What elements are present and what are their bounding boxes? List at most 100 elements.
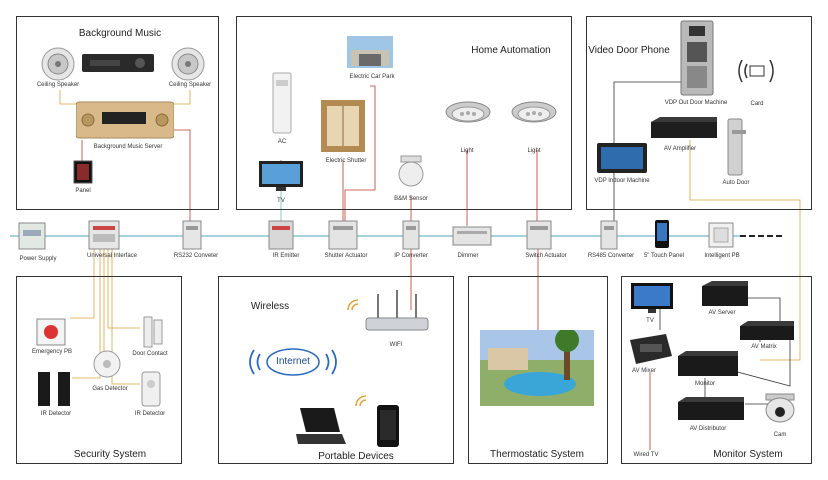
light-right-icon — [511, 101, 557, 123]
internet-cloud-icon — [249, 348, 337, 376]
touch-panel-icon — [655, 220, 669, 248]
light-left-icon — [445, 101, 491, 123]
vdp-indoor-machine-icon — [597, 143, 647, 173]
rs232-converter-icon — [182, 220, 202, 250]
ac-unit-icon — [272, 72, 292, 134]
universal-interface-icon — [88, 220, 120, 250]
label-ceiling-speaker-left: Ceiling Speaker — [36, 82, 80, 88]
title-portable-devices: Portable Devices — [318, 451, 394, 462]
label-av-amplifier: AV Amplifier — [663, 146, 697, 152]
av-mixer-icon — [630, 334, 672, 364]
label-ir-emitter: IR Emitter — [272, 253, 300, 259]
ir-emitter-icon — [268, 220, 294, 250]
label-shutter-actuator: Shutter Actuator — [324, 253, 368, 259]
car-park-icon — [347, 36, 393, 68]
bm-sensor-icon — [398, 155, 424, 187]
title-wireless: Wireless — [250, 301, 290, 312]
label-av-server: AV Server — [708, 310, 736, 316]
monitor-unit-icon — [678, 351, 738, 376]
av-server-icon — [702, 281, 748, 306]
title-thermostatic-system: Thermostatic System — [490, 449, 584, 460]
av-matrix-icon — [740, 321, 794, 340]
ir-detector-left-icon — [38, 372, 70, 406]
electric-shutter-icon — [321, 100, 365, 152]
label-bm-sensor: B&M Sensor — [394, 196, 428, 202]
title-background-music: Background Music — [78, 28, 162, 39]
label-ceiling-speaker-right: Ceiling Speaker — [168, 82, 212, 88]
label-auto-door: Auto Door — [722, 180, 750, 186]
label-ir-detector-left: IR Detector — [40, 411, 72, 417]
label-cam: Cam — [773, 432, 787, 438]
label-av-mixer: AV Mixer — [632, 368, 656, 374]
ip-converter-icon — [402, 220, 420, 250]
auto-door-icon — [727, 118, 746, 176]
ir-detector-right-icon — [141, 371, 161, 407]
rs485-converter-icon — [600, 220, 618, 250]
label-monitor: Monitor — [694, 381, 716, 387]
door-contact-icon — [143, 316, 163, 348]
pool-photo-icon — [480, 330, 594, 406]
panel-icon — [73, 160, 93, 184]
label-panel: Panel — [75, 188, 91, 194]
cam-icon — [765, 393, 795, 423]
label-universal-interface: Universal Interface — [86, 253, 138, 259]
ceiling-speaker-right-icon — [171, 47, 205, 81]
label-gas-detector: Gas Detector — [92, 386, 128, 392]
label-light-right: Light — [527, 148, 541, 154]
card-reader-icon — [738, 59, 774, 83]
monitor-tv-icon — [631, 283, 673, 313]
label-emergency-pb: Emergency PB — [31, 349, 73, 355]
frame-video-door-phone — [586, 16, 812, 210]
smartphone-icon — [377, 405, 399, 447]
emergency-pb-icon — [36, 318, 66, 346]
signal-arc-bottom-icon — [355, 395, 367, 407]
label-ir-detector-right: IR Detector — [134, 411, 166, 417]
label-ip-converter: IP Converter — [394, 253, 428, 259]
title-home-automation: Home Automation — [471, 45, 551, 56]
shutter-actuator-icon — [328, 220, 358, 250]
label-av-distributor: AV Distributor — [689, 426, 727, 432]
label-wired-tv: Wired TV — [633, 452, 659, 458]
label-intelligent-pb: Intelligent PB — [704, 253, 740, 259]
label-home-tv: TV — [277, 198, 285, 204]
intelligent-pb-icon — [708, 222, 734, 248]
music-server-icon — [76, 101, 174, 139]
label-rs485: RS485 Converter — [587, 253, 635, 259]
label-ac: AC — [277, 139, 287, 145]
ceiling-speaker-left-icon — [41, 47, 75, 81]
dimmer-icon — [452, 226, 492, 246]
label-av-matrix: AV Matrix — [751, 344, 777, 350]
label-monitor-tv: TV — [646, 318, 654, 324]
gas-detector-icon — [93, 350, 121, 378]
title-video-door-phone: Video Door Phone — [588, 45, 670, 56]
amplifier-unit-icon — [82, 54, 154, 72]
label-door-contact: Door Contact — [132, 351, 168, 357]
label-electric-shutter: Electric Shutter — [325, 158, 367, 164]
signal-arc-top-icon — [347, 299, 359, 311]
label-rs232: RS232 Conveter — [173, 253, 219, 259]
home-tv-icon — [259, 161, 303, 191]
label-car-park: Electric Car Park — [349, 74, 395, 80]
label-internet: Internet — [276, 356, 310, 367]
label-vdp-outdoor-machine: VDP Out Door Machine — [664, 100, 728, 106]
label-vdp-indoor-machine: VDP Indoor Machine — [594, 178, 650, 184]
label-power-supply: Power Supply — [19, 256, 57, 262]
label-music-server: Background Music Server — [93, 144, 163, 150]
label-switch-actuator: Switch Actuator — [525, 253, 567, 259]
label-dimmer: Dimmer — [457, 253, 479, 259]
switch-actuator-icon — [526, 220, 552, 250]
frame-monitor-system — [621, 276, 812, 464]
label-touch-panel: 5" Touch Panel — [643, 253, 685, 259]
power-supply-icon — [18, 222, 46, 250]
wifi-router-icon — [365, 290, 429, 331]
laptop-icon — [296, 408, 346, 444]
label-wifi: WIFI — [389, 342, 403, 348]
av-distributor-icon — [678, 397, 744, 420]
frame-thermostatic-system — [468, 276, 608, 464]
label-card: Card — [750, 101, 764, 107]
title-monitor-system: Monitor System — [713, 449, 783, 460]
title-security-system: Security System — [73, 449, 147, 460]
label-light-left: Light — [460, 148, 474, 154]
av-amplifier-icon — [651, 117, 717, 138]
frame-wireless — [218, 276, 454, 464]
